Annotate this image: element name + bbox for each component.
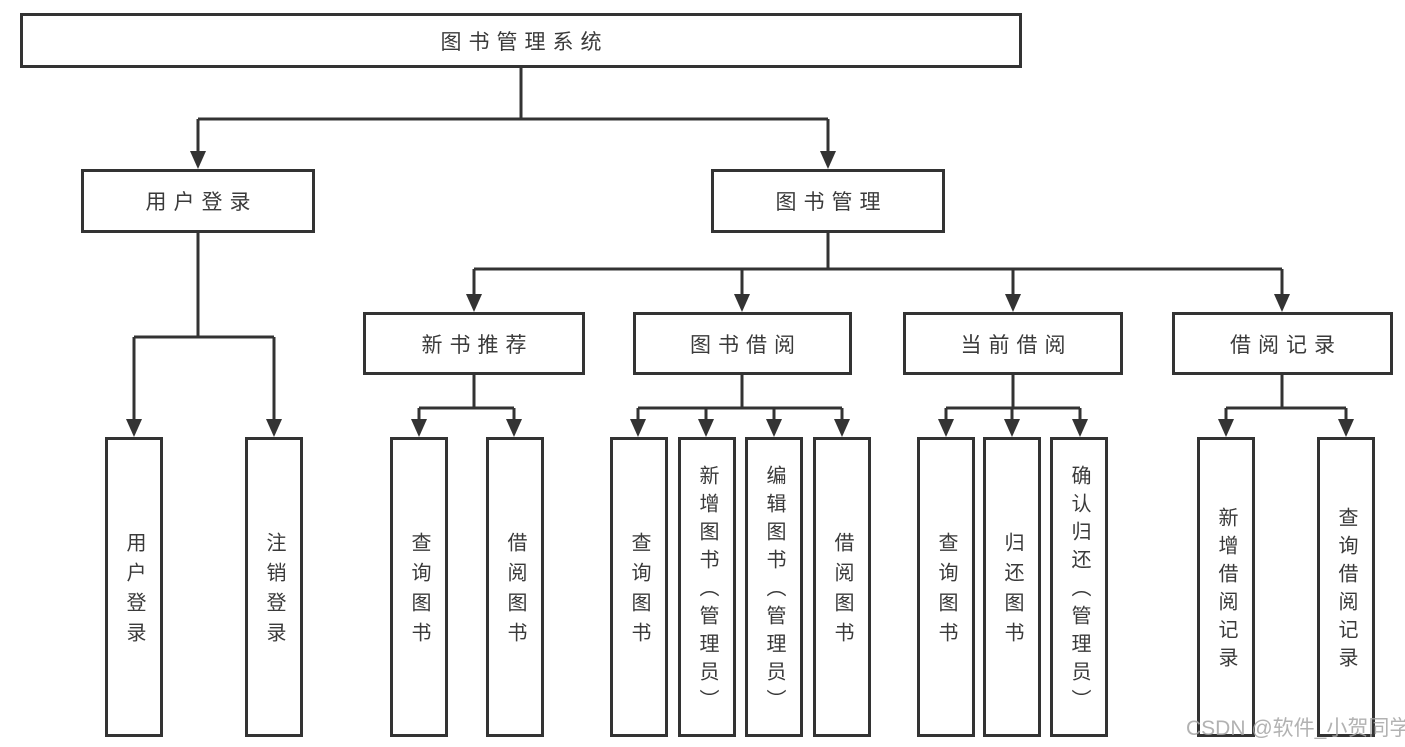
node-user-login-branch: 用户登录: [81, 169, 315, 233]
node-label: 新书推荐: [421, 333, 534, 357]
node-label: 当前借阅: [960, 333, 1073, 357]
node-label: 查询借阅记录: [1335, 507, 1357, 675]
leaf-confirm-return-admin: 确认归还（管理员）: [1050, 437, 1108, 737]
node-root-library-system: 图书管理系统: [20, 13, 1022, 68]
node-borrow-records: 借阅记录: [1172, 312, 1393, 375]
leaf-add-borrow-record: 新增借阅记录: [1197, 437, 1255, 737]
node-label: 借阅记录: [1230, 333, 1342, 357]
node-label: 确认归还（管理员）: [1068, 465, 1090, 717]
leaf-query-borrow-record: 查询借阅记录: [1317, 437, 1375, 737]
node-book-management-branch: 图书管理: [711, 169, 945, 233]
node-book-borrow: 图书借阅: [633, 312, 852, 375]
node-current-borrow: 当前借阅: [903, 312, 1123, 375]
leaf-query-books-recommend: 查询图书: [390, 437, 448, 737]
arrowheads: [126, 151, 1354, 437]
node-label: 图书借阅: [690, 333, 802, 357]
node-label: 新增借阅记录: [1215, 507, 1237, 675]
node-label: 归还图书: [1001, 532, 1023, 652]
node-label: 用户登录: [145, 191, 258, 214]
node-label: 注销登录: [263, 532, 285, 652]
node-label: 借阅图书: [831, 532, 853, 652]
node-label: 编辑图书（管理员）: [763, 465, 785, 717]
node-label: 图书管理系统: [440, 30, 609, 54]
csdn-watermark: CSDN @软件_小贺同学: [1186, 717, 1405, 740]
node-label: 用户登录: [123, 532, 145, 652]
leaf-borrow-books-recommend: 借阅图书: [486, 437, 544, 737]
node-label: 图书管理: [775, 191, 888, 214]
leaf-user-login: 用户登录: [105, 437, 163, 737]
node-new-book-recommend: 新书推荐: [363, 312, 585, 375]
leaf-add-books-admin: 新增图书（管理员）: [678, 437, 736, 737]
leaf-return-books: 归还图书: [983, 437, 1041, 737]
leaf-borrow-books: 借阅图书: [813, 437, 871, 737]
leaf-edit-books-admin: 编辑图书（管理员）: [745, 437, 803, 737]
leaf-logout: 注销登录: [245, 437, 303, 737]
leaf-query-books-current: 查询图书: [917, 437, 975, 737]
node-label: 查询图书: [935, 532, 957, 652]
node-label: 查询图书: [408, 532, 430, 652]
node-label: 借阅图书: [504, 532, 526, 652]
leaf-query-books-borrow: 查询图书: [610, 437, 668, 737]
node-label: 新增图书（管理员）: [696, 465, 718, 717]
node-label: 查询图书: [628, 532, 650, 652]
